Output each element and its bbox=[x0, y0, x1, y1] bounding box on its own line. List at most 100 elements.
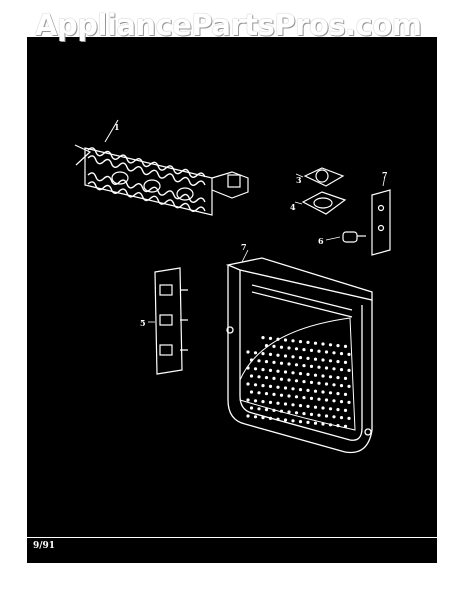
perforation-hole bbox=[302, 364, 306, 368]
perforation-hole bbox=[313, 421, 318, 425]
perforation-hole bbox=[253, 367, 258, 371]
thermostat-b bbox=[294, 191, 347, 215]
perforation-hole bbox=[336, 424, 340, 428]
heater-element bbox=[74, 119, 249, 216]
perforation-hole bbox=[298, 340, 303, 344]
callout-thermostat-b: 4 bbox=[290, 202, 296, 212]
perforation-hole bbox=[294, 395, 299, 399]
perforation-hole bbox=[339, 368, 344, 372]
callout-thermal-fuse: 6 bbox=[318, 236, 324, 246]
perforation-hole bbox=[268, 384, 273, 388]
perforation-hole bbox=[249, 406, 254, 410]
perforation-hole bbox=[321, 358, 325, 362]
thermal-fuse bbox=[325, 231, 366, 243]
perforation-hole bbox=[317, 381, 321, 385]
perforation-hole bbox=[309, 380, 314, 384]
perforation-hole bbox=[253, 399, 258, 403]
perforation-hole bbox=[253, 351, 258, 355]
perforation-hole bbox=[291, 339, 295, 343]
perforation-hole bbox=[306, 404, 310, 408]
perforation-hole bbox=[343, 392, 348, 396]
perforation-hole bbox=[287, 378, 291, 382]
perforation-hole bbox=[343, 424, 348, 428]
callout-heater-box: 7 bbox=[241, 242, 247, 252]
perforation-hole bbox=[298, 388, 303, 392]
callout-bracket: 7 bbox=[382, 170, 388, 180]
perforation-hole bbox=[336, 376, 340, 380]
perforation-hole bbox=[287, 394, 291, 398]
perforation-hole bbox=[294, 411, 299, 415]
perforation-hole bbox=[317, 413, 321, 417]
perforation-hole bbox=[279, 345, 284, 349]
perforation-hole bbox=[283, 338, 288, 342]
perforation-hole bbox=[317, 349, 321, 353]
perforation-hole bbox=[336, 360, 340, 364]
watermark: AppliancePartsPros.com bbox=[35, 8, 422, 42]
perforation-hole bbox=[309, 364, 314, 368]
perforation-hole bbox=[261, 336, 265, 340]
perforation-hole bbox=[283, 386, 288, 390]
perforation-hole bbox=[291, 403, 295, 407]
perforation-hole bbox=[246, 382, 250, 386]
perforation-hole bbox=[268, 416, 273, 420]
model-heading: M DE8 bbox=[31, 24, 104, 34]
perforation-hole bbox=[253, 383, 258, 387]
perforation-hole bbox=[272, 376, 276, 380]
perforation-hole bbox=[298, 420, 303, 424]
perforation-hole bbox=[253, 415, 258, 419]
perforation-hole bbox=[313, 405, 318, 409]
perforation-hole bbox=[246, 414, 250, 418]
perforation-hole bbox=[313, 341, 318, 345]
perforation-hole bbox=[279, 393, 284, 397]
section-label: Section: bbox=[31, 13, 74, 23]
perforation-hole bbox=[261, 416, 265, 420]
perforation-hole bbox=[298, 356, 303, 360]
perforation-hole bbox=[321, 374, 325, 378]
perforation-hole bbox=[347, 368, 351, 372]
perforation-hole bbox=[276, 353, 280, 357]
perforation-hole bbox=[347, 352, 351, 356]
perforation-hole bbox=[302, 380, 306, 384]
perforation-hole bbox=[246, 398, 250, 402]
perforation-hole bbox=[276, 385, 280, 389]
perforation-hole bbox=[317, 397, 321, 401]
perforation-hole bbox=[246, 366, 250, 370]
perforation-hole bbox=[328, 359, 333, 363]
model-value: DE8 bbox=[82, 24, 105, 34]
perforation-hole bbox=[291, 355, 295, 359]
perforation-hole bbox=[264, 344, 269, 348]
perforation-hole bbox=[302, 348, 306, 352]
perforation-hole bbox=[339, 400, 344, 404]
perforation-hole bbox=[279, 361, 284, 365]
perforation-hole bbox=[313, 373, 318, 377]
perforation-hole bbox=[309, 348, 314, 352]
perforation-hole bbox=[249, 390, 254, 394]
perforation-hole bbox=[268, 400, 273, 404]
perforation-hole bbox=[283, 402, 288, 406]
perforation-hole bbox=[332, 367, 336, 371]
perforation-hole bbox=[257, 375, 261, 379]
perforation-hole bbox=[291, 419, 295, 423]
perforation-hole bbox=[339, 352, 344, 356]
coil-top bbox=[87, 147, 206, 186]
perforation-hole bbox=[283, 418, 288, 422]
perforation-hole bbox=[298, 372, 303, 376]
perforation-hole bbox=[276, 369, 280, 373]
perforation-hole bbox=[324, 350, 329, 354]
perforation-hole bbox=[332, 351, 336, 355]
coil-bottom bbox=[87, 172, 206, 212]
thermostat-a bbox=[295, 167, 345, 187]
perforation-hole bbox=[257, 359, 261, 363]
diagram-frame bbox=[27, 37, 437, 563]
terminal-block bbox=[148, 267, 188, 375]
perforation-hole bbox=[328, 407, 333, 411]
section-heading: Section: HEATER bbox=[31, 13, 127, 23]
perforation-hole bbox=[276, 337, 280, 341]
callout-terminal-block: 5 bbox=[140, 318, 146, 328]
perforation-hole bbox=[261, 368, 265, 372]
perforation-hole bbox=[264, 392, 269, 396]
section-value: HEATER bbox=[83, 13, 128, 23]
perforation-hole bbox=[287, 410, 291, 414]
